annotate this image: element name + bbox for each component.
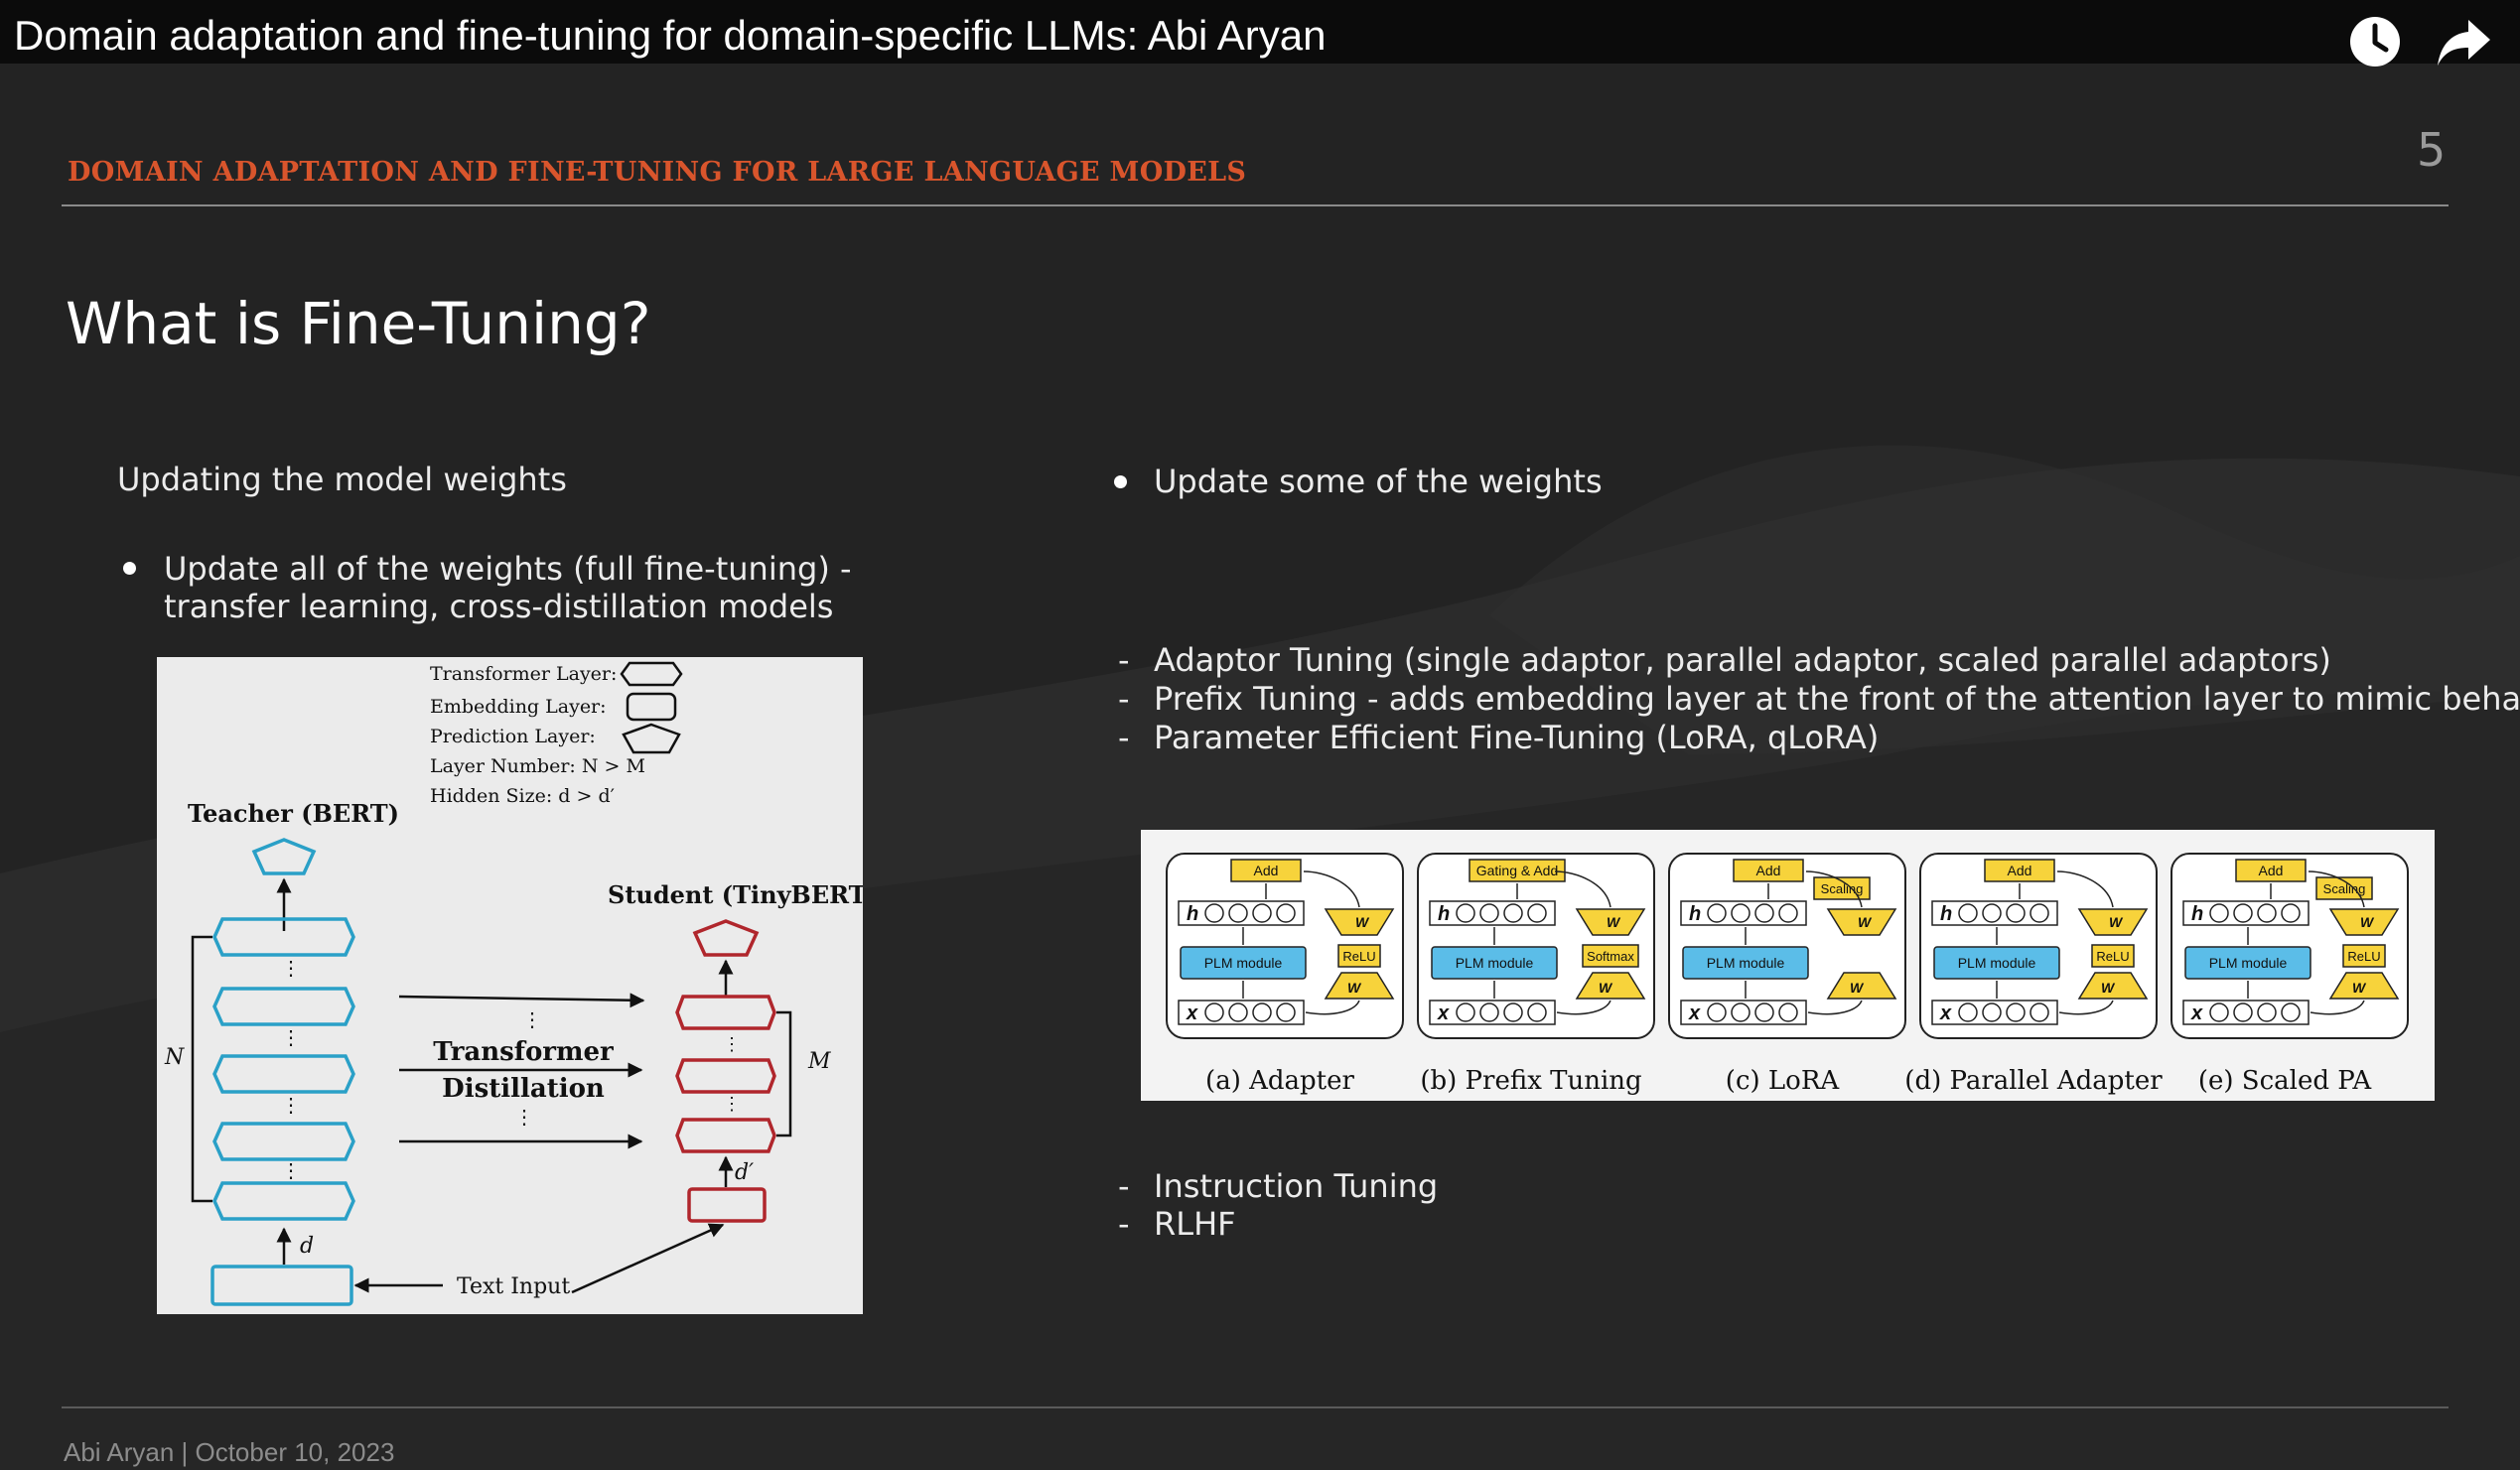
peft-w-down-label: W bbox=[2352, 980, 2367, 996]
peft-module-label: PLM module bbox=[1456, 955, 1534, 971]
dash-item-adaptor: Adaptor Tuning (single adaptor, parallel… bbox=[1154, 641, 2331, 679]
center-label-1: Transformer bbox=[433, 1037, 614, 1067]
d-label: d bbox=[300, 1234, 314, 1259]
peft-x-label: x bbox=[1437, 1002, 1450, 1024]
svg-text:⋮: ⋮ bbox=[723, 1094, 741, 1115]
distillation-figure: Transformer Layer: Embedding Layer: Pred… bbox=[157, 657, 878, 1314]
dash-item-prefix: Prefix Tuning - adds embedding layer at … bbox=[1154, 680, 2520, 718]
peft-module-label: PLM module bbox=[1707, 955, 1785, 971]
peft-module-label: PLM module bbox=[1958, 955, 2036, 971]
peft-caption: (c) LoRA bbox=[1726, 1066, 1841, 1096]
svg-text:⋮: ⋮ bbox=[281, 1158, 301, 1182]
slide-page-number: 5 bbox=[2417, 123, 2447, 177]
peft-x-label: x bbox=[2190, 1002, 2203, 1024]
dash-marker: - bbox=[1118, 680, 1130, 718]
dash-item-peft: Parameter Efficient Fine-Tuning (LoRA, q… bbox=[1154, 719, 1880, 756]
peft-top-label: Add bbox=[2259, 863, 2284, 878]
peft-w-down-label: W bbox=[1347, 980, 1362, 996]
peft-side-label: ReLU bbox=[1342, 949, 1375, 964]
peft-caption: (e) Scaled PA bbox=[2198, 1066, 2373, 1096]
peft-x-label: x bbox=[1186, 1002, 1198, 1024]
peft-side-label: ReLU bbox=[2096, 949, 2129, 964]
peft-w-down-label: W bbox=[2101, 980, 2116, 996]
peft-module-label: PLM module bbox=[1204, 955, 1283, 971]
peft-w-up-label: W bbox=[1858, 914, 1873, 930]
svg-text:⋮: ⋮ bbox=[281, 956, 301, 980]
input-label: Text Input bbox=[457, 1274, 570, 1299]
peft-caption: (b) Prefix Tuning bbox=[1420, 1066, 1641, 1096]
peft-top-label: Add bbox=[2008, 863, 2032, 878]
dash-item-rlhf: RLHF bbox=[1154, 1205, 1236, 1243]
peft-scaling-label: Scaling bbox=[2323, 881, 2366, 896]
peft-w-up-label: W bbox=[1607, 914, 1621, 930]
legend-transformer: Transformer Layer: bbox=[430, 663, 617, 685]
peft-x-label: x bbox=[1939, 1002, 1952, 1024]
slide-title: What is Fine-Tuning? bbox=[66, 290, 651, 357]
peft-caption: (d) Parallel Adapter bbox=[1904, 1066, 2163, 1096]
left-intro-text: Updating the model weights bbox=[117, 461, 567, 498]
peft-h-label: h bbox=[1187, 903, 1198, 925]
svg-text:⋮: ⋮ bbox=[514, 1105, 534, 1129]
peft-w-down-label: W bbox=[1850, 980, 1865, 996]
header-divider bbox=[62, 204, 2449, 206]
bullet-dot bbox=[1114, 475, 1127, 488]
peft-module-label: PLM module bbox=[2209, 955, 2288, 971]
svg-text:⋮: ⋮ bbox=[281, 1025, 301, 1049]
peft-h-label: h bbox=[1940, 903, 1952, 925]
share-arrow-icon[interactable] bbox=[2435, 12, 2494, 71]
footer-divider bbox=[62, 1406, 2449, 1408]
dash-marker: - bbox=[1118, 1167, 1130, 1205]
left-bullet-line1: Update all of the weights (full fine-tun… bbox=[164, 550, 852, 588]
peft-h-label: h bbox=[1689, 903, 1701, 925]
dash-marker: - bbox=[1118, 641, 1130, 679]
student-label: Student (TinyBERT) bbox=[608, 880, 863, 909]
m-label: M bbox=[807, 1049, 831, 1074]
video-title[interactable]: Domain adaptation and fine-tuning for do… bbox=[14, 12, 1327, 59]
peft-caption: (a) Adapter bbox=[1205, 1066, 1354, 1096]
legend-layer-number: Layer Number: N > M bbox=[430, 755, 645, 777]
peft-w-up-label: W bbox=[2360, 914, 2375, 930]
bullet-dot bbox=[123, 562, 136, 575]
svg-text:⋮: ⋮ bbox=[522, 1007, 542, 1031]
peft-h-label: h bbox=[2191, 903, 2203, 925]
teacher-label: Teacher (BERT) bbox=[188, 799, 399, 828]
peft-h-label: h bbox=[1438, 903, 1450, 925]
legend-prediction: Prediction Layer: bbox=[430, 726, 596, 747]
clock-icon[interactable] bbox=[2345, 12, 2405, 71]
slide-footer: Abi Aryan | October 10, 2023 bbox=[64, 1437, 395, 1467]
peft-top-label: Add bbox=[1756, 863, 1781, 878]
dash-marker: - bbox=[1118, 719, 1130, 756]
d-prime-label: d′ bbox=[735, 1160, 754, 1185]
dash-item-instruction: Instruction Tuning bbox=[1154, 1167, 1439, 1205]
peft-x-label: x bbox=[1688, 1002, 1701, 1024]
svg-text:⋮: ⋮ bbox=[281, 1093, 301, 1117]
peft-scaling-label: Scaling bbox=[1821, 881, 1864, 896]
peft-w-up-label: W bbox=[1355, 914, 1370, 930]
legend-embedding: Embedding Layer: bbox=[430, 696, 607, 718]
right-bullet-text: Update some of the weights bbox=[1154, 463, 1603, 500]
n-label: N bbox=[164, 1045, 185, 1070]
dash-marker: - bbox=[1118, 1205, 1130, 1243]
peft-w-down-label: W bbox=[1599, 980, 1613, 996]
video-top-bar bbox=[0, 0, 2520, 64]
slide-header-label: DOMAIN ADAPTATION AND FINE-TUNING FOR LA… bbox=[68, 157, 1247, 188]
peft-w-up-label: W bbox=[2109, 914, 2124, 930]
left-bullet-line2: transfer learning, cross-distillation mo… bbox=[164, 588, 834, 625]
legend-hidden-size: Hidden Size: d > d′ bbox=[430, 785, 615, 807]
center-label-2: Distillation bbox=[442, 1074, 605, 1104]
svg-text:⋮: ⋮ bbox=[723, 1034, 741, 1055]
peft-side-label: ReLU bbox=[2347, 949, 2380, 964]
peft-top-label: Gating & Add bbox=[1476, 863, 1559, 878]
peft-side-label: Softmax bbox=[1587, 949, 1634, 964]
peft-top-label: Add bbox=[1254, 863, 1279, 878]
